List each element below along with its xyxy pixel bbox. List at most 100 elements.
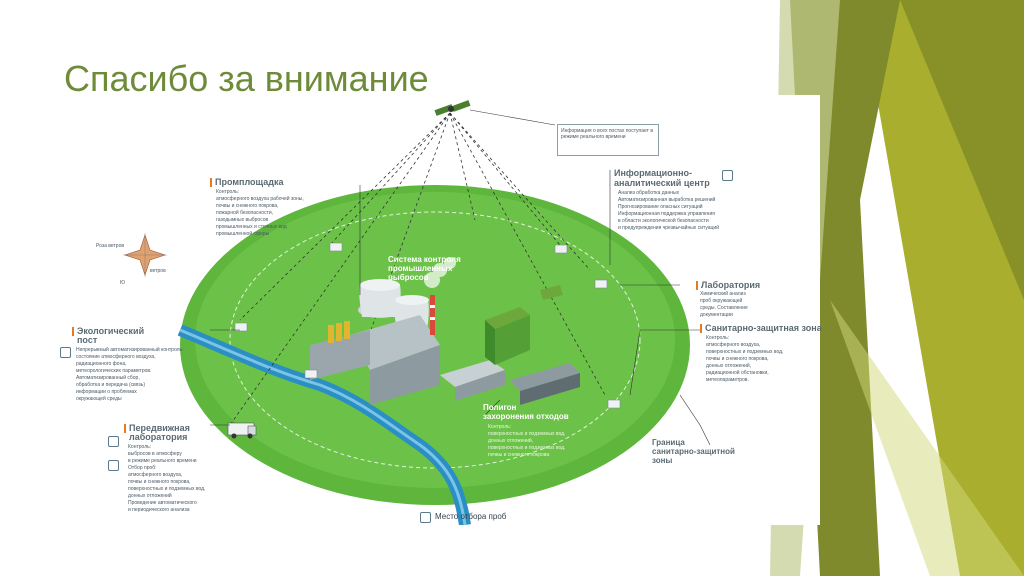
laboratory-item: Химический анализ bbox=[700, 291, 746, 297]
industrial-site-item: промышленных и сточных вод bbox=[216, 224, 287, 230]
info-center-items: Анализ обработка данных Автоматизированн… bbox=[618, 190, 719, 232]
industrial-site-item: почвы и снежного покрова, bbox=[216, 203, 279, 209]
sanitary-zone-item: поверхностных и подземных вод, bbox=[706, 349, 784, 355]
mobile-lab-title: Передвижная лаборатория bbox=[124, 424, 190, 442]
industrial-site-item: газодымных выбросов bbox=[216, 217, 269, 223]
laboratory-items: Химический анализ проб окружающей среды.… bbox=[700, 291, 748, 319]
laboratory-title: Лаборатория bbox=[696, 280, 761, 291]
landfill-item: поверхностных и подземных вод, bbox=[488, 445, 566, 451]
monitoring-posts bbox=[234, 242, 621, 409]
industrial-site-title-text: Промплощадка bbox=[215, 177, 284, 187]
smoke bbox=[424, 257, 456, 288]
landfill-item: Контроль: bbox=[488, 424, 512, 430]
border-label: Граница санитарно-защитной зоны bbox=[652, 438, 735, 465]
eco-post-title: Экологический пост bbox=[72, 327, 144, 345]
mobile-lab-item: выбросов в атмосферу bbox=[128, 451, 182, 457]
sanitary-zone-item: Контроль: bbox=[706, 335, 730, 341]
eco-post-item: Непрерывный автоматизированный контроль: bbox=[76, 347, 184, 353]
emission-system-line: промышленных bbox=[388, 264, 453, 273]
eco-post-item: Автоматизированный сбор, bbox=[76, 375, 140, 381]
slide-title: Спасибо за внимание bbox=[64, 58, 429, 99]
landfill-item: донных отложений, bbox=[488, 438, 534, 444]
mobile-lab-items: Контроль: выбросов в атмосферу в режиме … bbox=[128, 444, 205, 514]
landfill-item: поверхностных и подземных вод, bbox=[488, 431, 566, 437]
computer-icon bbox=[722, 170, 733, 181]
eco-post-item: радиационного фона, bbox=[76, 361, 127, 367]
sanitary-zone-item: почвы и снежного покрова, bbox=[706, 356, 769, 362]
industrial-site-item: атмосферного воздуха рабочей зоны, bbox=[216, 196, 304, 202]
wind-rose-label-right: ветров bbox=[150, 268, 166, 274]
mobile-lab-item: и периодического анализа bbox=[128, 507, 190, 513]
laboratory-title-text: Лаборатория bbox=[701, 280, 761, 290]
info-center-item: Анализ обработка данных bbox=[618, 190, 680, 196]
info-center-title-line2: аналитический центр bbox=[614, 178, 710, 188]
industrial-site-subtitle: Контроль: bbox=[216, 189, 240, 195]
info-center-item: Автоматизированная выработка решений bbox=[618, 197, 716, 203]
sanitary-zone-item: радиационной обстановки, bbox=[706, 370, 769, 376]
landfill-items: Контроль: поверхностных и подземных вод,… bbox=[488, 424, 565, 459]
satellite-info-box: Информация о всех постах поступает в реж… bbox=[557, 124, 659, 156]
water-drop-icon bbox=[108, 460, 119, 471]
sampling-site-label: Место отбора проб bbox=[435, 512, 507, 521]
mobile-lab-item: поверхностных и подземных вод, bbox=[128, 486, 206, 492]
landfill-title: Полигон захоронения отходов bbox=[483, 403, 569, 421]
sanitary-zone-item: атмосферного воздуха, bbox=[706, 342, 761, 348]
mobile-lab-item: донных отложений bbox=[128, 493, 172, 499]
info-center-title-line1: Информационно- bbox=[614, 168, 693, 178]
factory-complex bbox=[310, 279, 580, 405]
eco-post-item: информации о проблемах bbox=[76, 389, 137, 395]
water-drop-icon bbox=[420, 512, 431, 523]
sanitary-zone-item: метеопараметров. bbox=[706, 377, 749, 383]
laboratory-item: среды. Составление bbox=[700, 305, 748, 311]
wind-rose-label-top: Роза ветров bbox=[96, 243, 125, 249]
satellite-icon bbox=[434, 100, 471, 116]
leader-lines bbox=[210, 109, 711, 446]
wind-rose-label-bottom: Ю bbox=[120, 280, 126, 286]
monitoring-diagram bbox=[60, 95, 820, 525]
landfill-title-line1: Полигон bbox=[483, 403, 517, 412]
landfill-item: почвы и снежного покрова bbox=[488, 452, 550, 458]
eco-post-item: окружающей среды bbox=[76, 396, 122, 402]
eco-post-items: Непрерывный автоматизированный контроль:… bbox=[76, 347, 184, 403]
border-label-line: зоны bbox=[652, 456, 673, 465]
industrial-site-items: Контроль: атмосферного воздуха рабочей з… bbox=[216, 189, 304, 238]
emission-system-line: выбросов bbox=[388, 273, 429, 282]
deco-triangle-highlight bbox=[830, 300, 1024, 576]
info-center-item: в области экологической безопасности bbox=[618, 218, 709, 224]
fan-icon bbox=[60, 347, 71, 358]
laboratory-item: проб окружающей bbox=[700, 298, 743, 304]
mobile-lab-item: в режиме реального времени bbox=[128, 458, 197, 464]
industrial-site-item: промышленной сферы bbox=[216, 231, 270, 237]
info-center-item: Информационная поддержка управления bbox=[618, 211, 715, 217]
wind-rose bbox=[123, 233, 167, 277]
mobile-lab-item: почвы и снежного покрова, bbox=[128, 479, 191, 485]
info-center-item: Прогнозирование опасных ситуаций bbox=[618, 204, 703, 210]
flask-icon bbox=[108, 436, 119, 447]
truck-icon bbox=[227, 422, 257, 439]
river-highlight bbox=[179, 328, 467, 525]
signal-lines bbox=[229, 112, 606, 426]
deco-triangle-shade bbox=[900, 0, 1024, 300]
eco-post-title-line2: пост bbox=[77, 335, 98, 346]
eco-post-item: состояние атмосферного воздуха, bbox=[76, 354, 156, 360]
border-label-line: санитарно-защитной bbox=[652, 447, 735, 456]
industrial-site-title: Промплощадка bbox=[210, 177, 284, 188]
emission-system-label: Система контроля промышленных выбросов bbox=[388, 255, 461, 282]
sanitary-zone-items: Контроль: атмосферного воздуха, поверхно… bbox=[706, 335, 783, 384]
satellite-info-text: Информация о всех постах поступает в реж… bbox=[561, 128, 653, 140]
landfill-title-line2: захоронения отходов bbox=[483, 412, 569, 421]
sanitary-zone-title-text: Санитарно-защитная зона bbox=[705, 323, 822, 333]
industrial-site-item: пожарной безопасности, bbox=[216, 210, 274, 216]
info-center-item: и предупреждения чрезвычайных ситуаций bbox=[618, 225, 720, 231]
laboratory-item: документации bbox=[700, 312, 733, 318]
sanitary-zone-item: донных отложений, bbox=[706, 363, 752, 369]
border-label-line: Граница bbox=[652, 438, 685, 447]
mobile-lab-item: Контроль: bbox=[128, 444, 152, 450]
eco-post-title-line1: Экологический bbox=[77, 326, 145, 336]
eco-post-item: обработка и передача (связь) bbox=[76, 382, 146, 388]
mobile-lab-title-line2: лаборатория bbox=[129, 432, 188, 443]
mobile-lab-title-line1: Передвижная bbox=[129, 423, 190, 433]
info-center-title: Информационно- аналитический центр bbox=[614, 168, 710, 188]
mobile-lab-item: Проведение автоматического bbox=[128, 500, 197, 506]
